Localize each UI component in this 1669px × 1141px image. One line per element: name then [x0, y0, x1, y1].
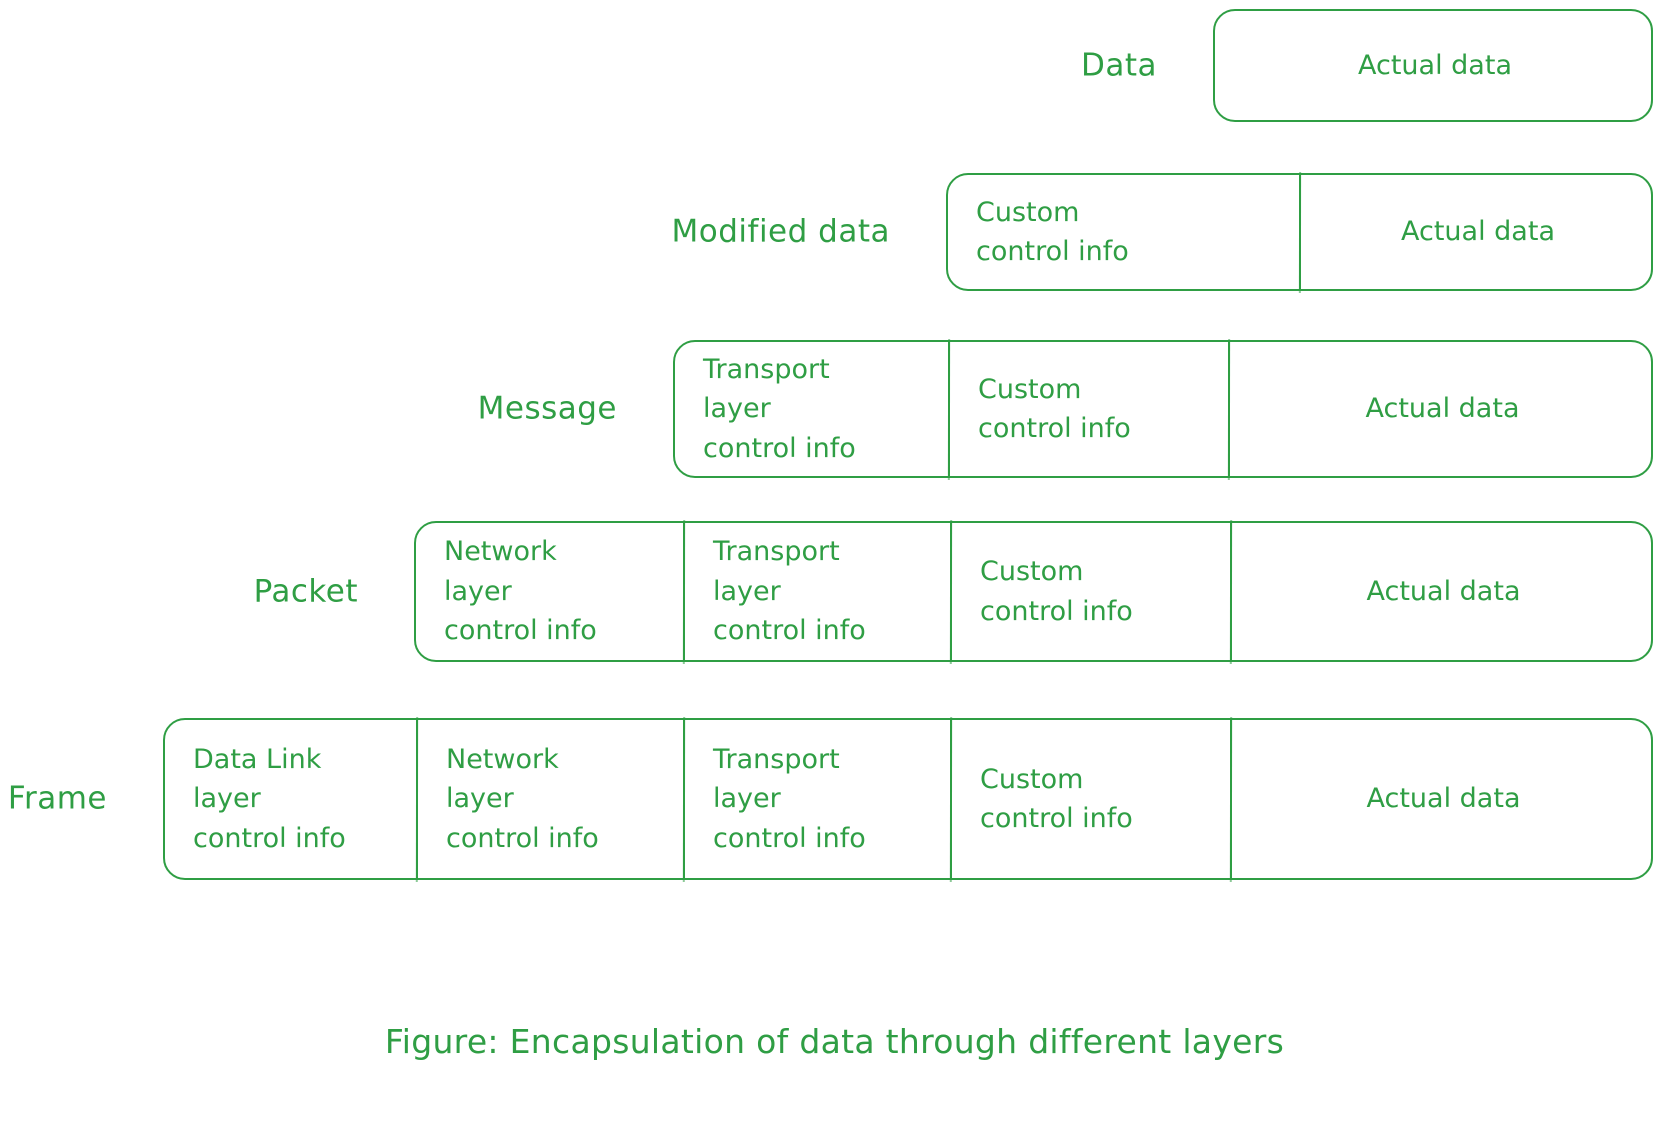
pdu-cell: Actual data — [1358, 49, 1512, 81]
pdu-data: Actual data — [1213, 9, 1653, 122]
pdu-cell: Transport layer control info — [683, 720, 950, 878]
pdu-cell: Transport layer control info — [703, 353, 856, 464]
pdu-cell: Custom control info — [976, 196, 1129, 267]
pdu-modified-data: Custom control info Actual data — [946, 173, 1653, 291]
pdu-cell: Actual data — [1299, 175, 1655, 289]
pdu-frame: Data Link layer control info Network laye… — [163, 718, 1653, 880]
pdu-cell: Transport layer control info — [683, 523, 950, 660]
row-label-packet: Packet — [253, 573, 358, 609]
row-label-modified-data: Modified data — [671, 213, 890, 250]
pdu-cell: Network layer control info — [416, 720, 683, 878]
row-label-message: Message — [477, 390, 617, 427]
figure-caption: Figure: Encapsulation of data through di… — [384, 1022, 1285, 1061]
row-label-data: Data — [1080, 47, 1157, 83]
pdu-cell: Actual data — [1230, 523, 1655, 660]
pdu-cell: Custom control info — [950, 720, 1230, 878]
pdu-cell: Network layer control info — [444, 536, 597, 647]
row-label-frame: Frame — [7, 780, 107, 817]
pdu-message: Transport layer control info Custom contr… — [673, 340, 1653, 478]
pdu-cell: Data Link layer control info — [193, 743, 346, 854]
pdu-cell: Actual data — [1228, 342, 1655, 476]
pdu-cell: Actual data — [1230, 720, 1655, 878]
pdu-cell: Custom control info — [948, 342, 1228, 476]
pdu-packet: Network layer control info Transport laye… — [414, 521, 1653, 662]
pdu-cell: Custom control info — [950, 523, 1230, 660]
